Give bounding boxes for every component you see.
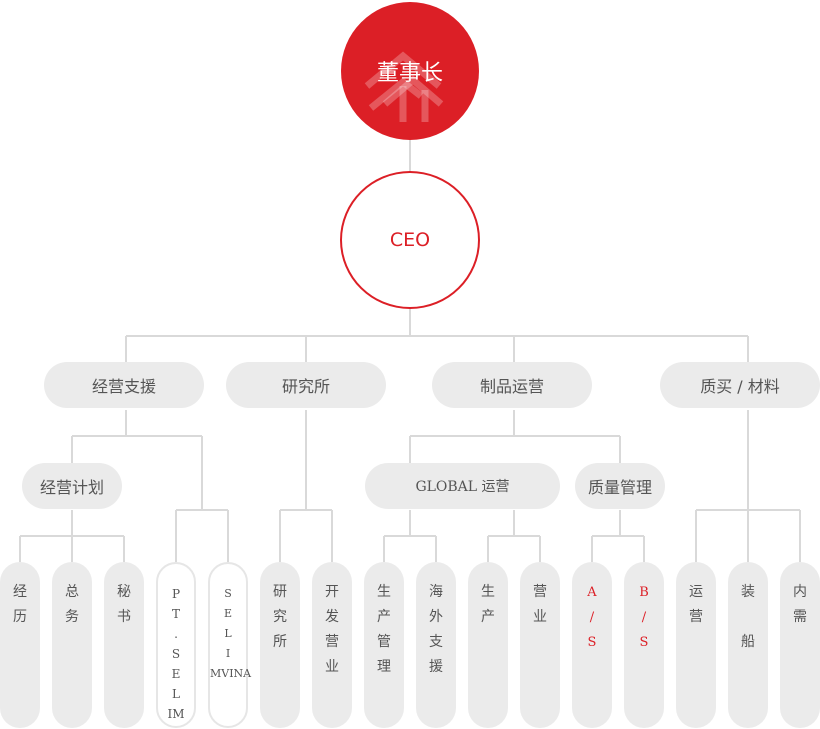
unit-as-label: A / S	[587, 585, 597, 650]
unit-shipping: 装 船	[728, 562, 768, 728]
division-research-label: 研究所	[281, 377, 330, 396]
unit-sales-label: 营 业	[533, 584, 547, 625]
subgroup-mgmt-plan: 经营计划	[22, 463, 122, 509]
unit-production: 生 产	[468, 562, 508, 728]
subgroup-mgmt-plan-label: 经营计划	[39, 478, 104, 497]
unit-operation-label: 运 营	[689, 584, 703, 625]
unit-general-label: 总 务	[65, 584, 79, 625]
chairman-node: 董事长	[341, 2, 479, 140]
unit-domestic-label: 内 需	[793, 584, 807, 625]
unit-research-lab-label: 研 究 所	[273, 584, 287, 650]
unit-sales: 营 业	[520, 562, 560, 728]
unit-operation: 运 营	[676, 562, 716, 728]
unit-production-label: 生 产	[481, 584, 495, 625]
unit-overseas-support: 海 外 支 援	[416, 562, 456, 728]
unit-domestic: 内 需	[780, 562, 820, 728]
ceo-node: CEO	[340, 171, 480, 309]
division-mgmt-support: 经营支援	[44, 362, 204, 408]
unit-secretary-label: 秘 书	[117, 584, 131, 625]
subgroup-quality-label: 质量管理	[587, 478, 652, 497]
unit-selim-vina-label: S E L I MVINA	[210, 587, 252, 680]
unit-pt-selim-label: P T . S E L IM	[167, 587, 185, 721]
unit-history: 经 历	[0, 562, 40, 728]
unit-general: 总 务	[52, 562, 92, 728]
subgroup-quality: 质量管理	[575, 463, 665, 509]
unit-secretary: 秘 书	[104, 562, 144, 728]
unit-bs-label: B / S	[639, 585, 649, 650]
subgroup-global-ops: GLOBAL 运营	[365, 463, 560, 509]
unit-pt-selim: P T . S E L IM	[156, 562, 196, 728]
ceo-label: CEO	[389, 229, 431, 251]
unit-prod-mgmt-label: 生 产 管 理	[377, 584, 391, 675]
division-research: 研究所	[226, 362, 386, 408]
division-product-ops-label: 制品运营	[479, 377, 544, 396]
chairman-label: 董事长	[376, 61, 443, 86]
division-product-ops: 制品运营	[432, 362, 592, 408]
unit-as: A / S	[572, 562, 612, 728]
unit-research-lab: 研 究 所	[260, 562, 300, 728]
division-purchasing: 质买 / 材料	[660, 362, 820, 408]
subgroup-global-ops-label: GLOBAL 运营	[415, 479, 510, 495]
unit-prod-mgmt: 生 产 管 理	[364, 562, 404, 728]
unit-overseas-support-label: 海 外 支 援	[429, 584, 443, 675]
division-mgmt-support-label: 经营支援	[91, 377, 156, 396]
division-purchasing-label: 质买 / 材料	[700, 377, 780, 396]
company-logo-watermark	[364, 51, 444, 122]
unit-history-label: 经 历	[13, 584, 27, 625]
unit-selim-vina: S E L I MVINA	[208, 562, 252, 728]
unit-dev-sales: 开 发 营 业	[312, 562, 352, 728]
unit-shipping-label: 装 船	[741, 584, 755, 650]
unit-dev-sales-label: 开 发 营 业	[325, 584, 339, 675]
unit-bs: B / S	[624, 562, 664, 728]
